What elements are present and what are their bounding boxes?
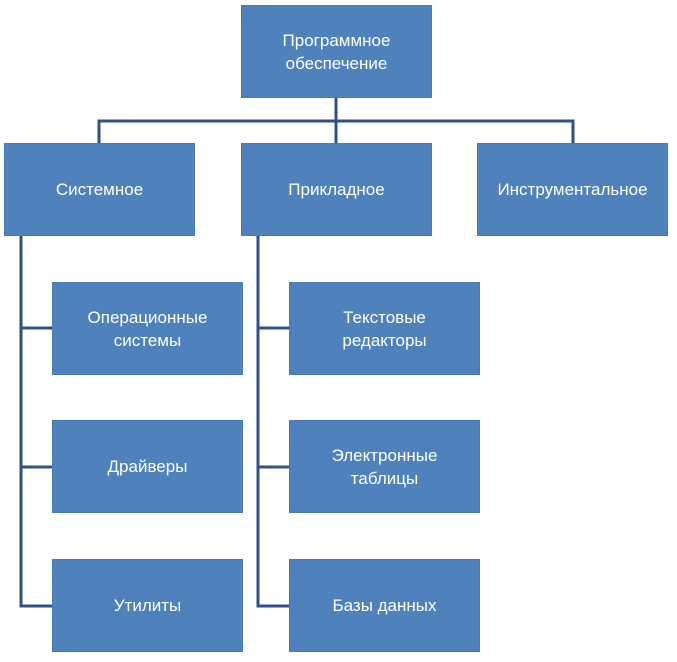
node-operating-systems: Операционные системы xyxy=(52,282,243,375)
node-tool-software: Инструментальное xyxy=(477,143,668,236)
node-databases: Базы данных xyxy=(289,559,480,652)
node-utilities: Утилиты xyxy=(52,559,243,652)
node-text-editors: Текстовые редакторы xyxy=(289,282,480,375)
node-applied-software: Прикладное xyxy=(241,143,432,236)
node-software: Программное обеспечение xyxy=(241,5,432,98)
node-spreadsheets: Электронные таблицы xyxy=(289,420,480,513)
node-drivers: Драйверы xyxy=(52,420,243,513)
node-system-software: Системное xyxy=(4,143,195,236)
